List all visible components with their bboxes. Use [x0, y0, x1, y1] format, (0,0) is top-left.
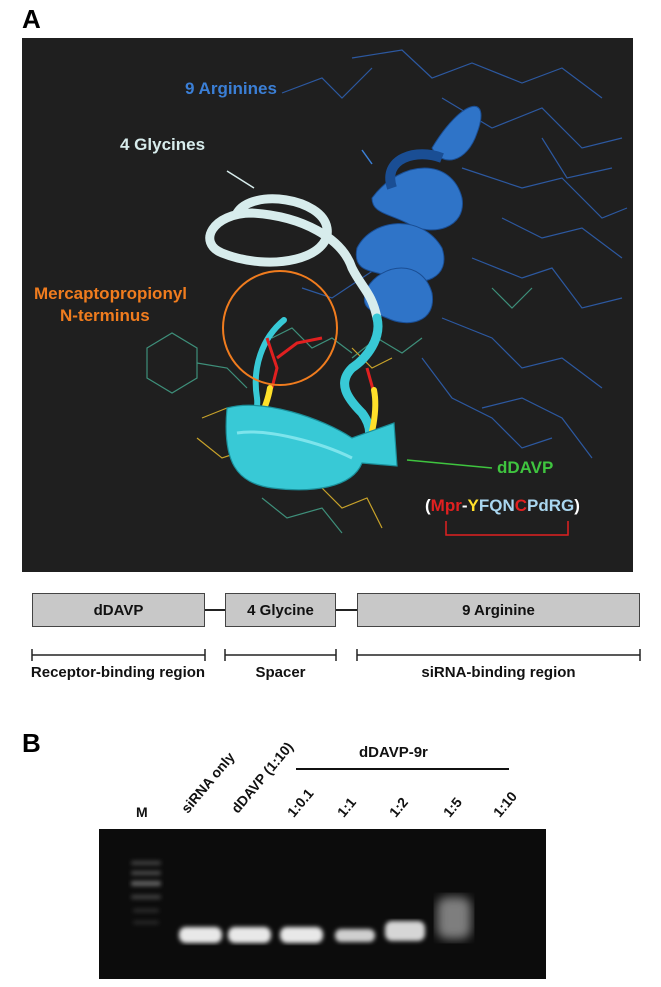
- label-ddavp: dDAVP: [497, 458, 554, 477]
- schematic-connectors: [31, 609, 641, 661]
- group-label-ddavp-9r: dDAVP-9r: [359, 744, 428, 761]
- seq-dash: -: [461, 496, 468, 515]
- region-sirna-binding: siRNA-binding region: [421, 664, 576, 681]
- seq-close-paren: ): [574, 496, 580, 515]
- panel-a-letter: A: [22, 4, 41, 34]
- seq-tyr: Y: [467, 496, 479, 515]
- group-underline: [296, 768, 509, 770]
- lane-label-ddavp-1-10: dDAVP (1:10): [227, 738, 297, 816]
- lane-label-1-2: 1:2: [385, 794, 412, 820]
- lane-label-1-10: 1:10: [489, 788, 521, 820]
- molecular-model-panel: 9 Arginines 4 Glycines Mercaptopropionyl…: [22, 38, 633, 572]
- panel-b-letter: B: [22, 728, 41, 758]
- lane-label-marker: M: [136, 804, 148, 820]
- protein-structure-graphic: [146, 49, 628, 536]
- lane-label-1-5: 1:5: [439, 794, 466, 820]
- label-4-glycines: 4 Glycines: [120, 135, 206, 154]
- label-9-arginines: 9 Arginines: [185, 79, 277, 98]
- ddavp-sequence: (Mpr-YFQNCPdRG): [425, 496, 580, 516]
- lane-label-1-0.1: 1:0.1: [283, 785, 317, 820]
- schematic-box-9-arginine: 9 Arginine: [357, 593, 640, 627]
- seq-rest: PdRG: [527, 496, 575, 515]
- schematic-box-4-glycine: 4 Glycine: [225, 593, 336, 627]
- region-receptor-binding: Receptor-binding region: [30, 664, 206, 681]
- lane-label-1-1: 1:1: [333, 794, 360, 820]
- seq-fqn: FQN: [478, 496, 515, 515]
- band-1-0.1: [280, 927, 323, 943]
- gel-bands: [131, 861, 471, 943]
- seq-cys: C: [514, 496, 528, 515]
- band-1-1: [335, 929, 375, 942]
- seq-mpr: Mpr: [430, 496, 462, 515]
- seq-open-paren: (: [425, 496, 431, 515]
- region-spacer: Spacer: [255, 664, 306, 681]
- band-1-2: [385, 921, 425, 941]
- label-mercaptopropionyl: Mercaptopropionyl: [34, 284, 188, 303]
- schematic-box-ddavp: dDAVP: [32, 593, 205, 627]
- agarose-gel-image: [99, 829, 546, 979]
- band-ddavp-1-10: [228, 927, 271, 943]
- label-n-terminus: N-terminus: [60, 306, 150, 325]
- band-1-5-smear: [437, 897, 471, 939]
- band-sirna-only: [179, 927, 222, 943]
